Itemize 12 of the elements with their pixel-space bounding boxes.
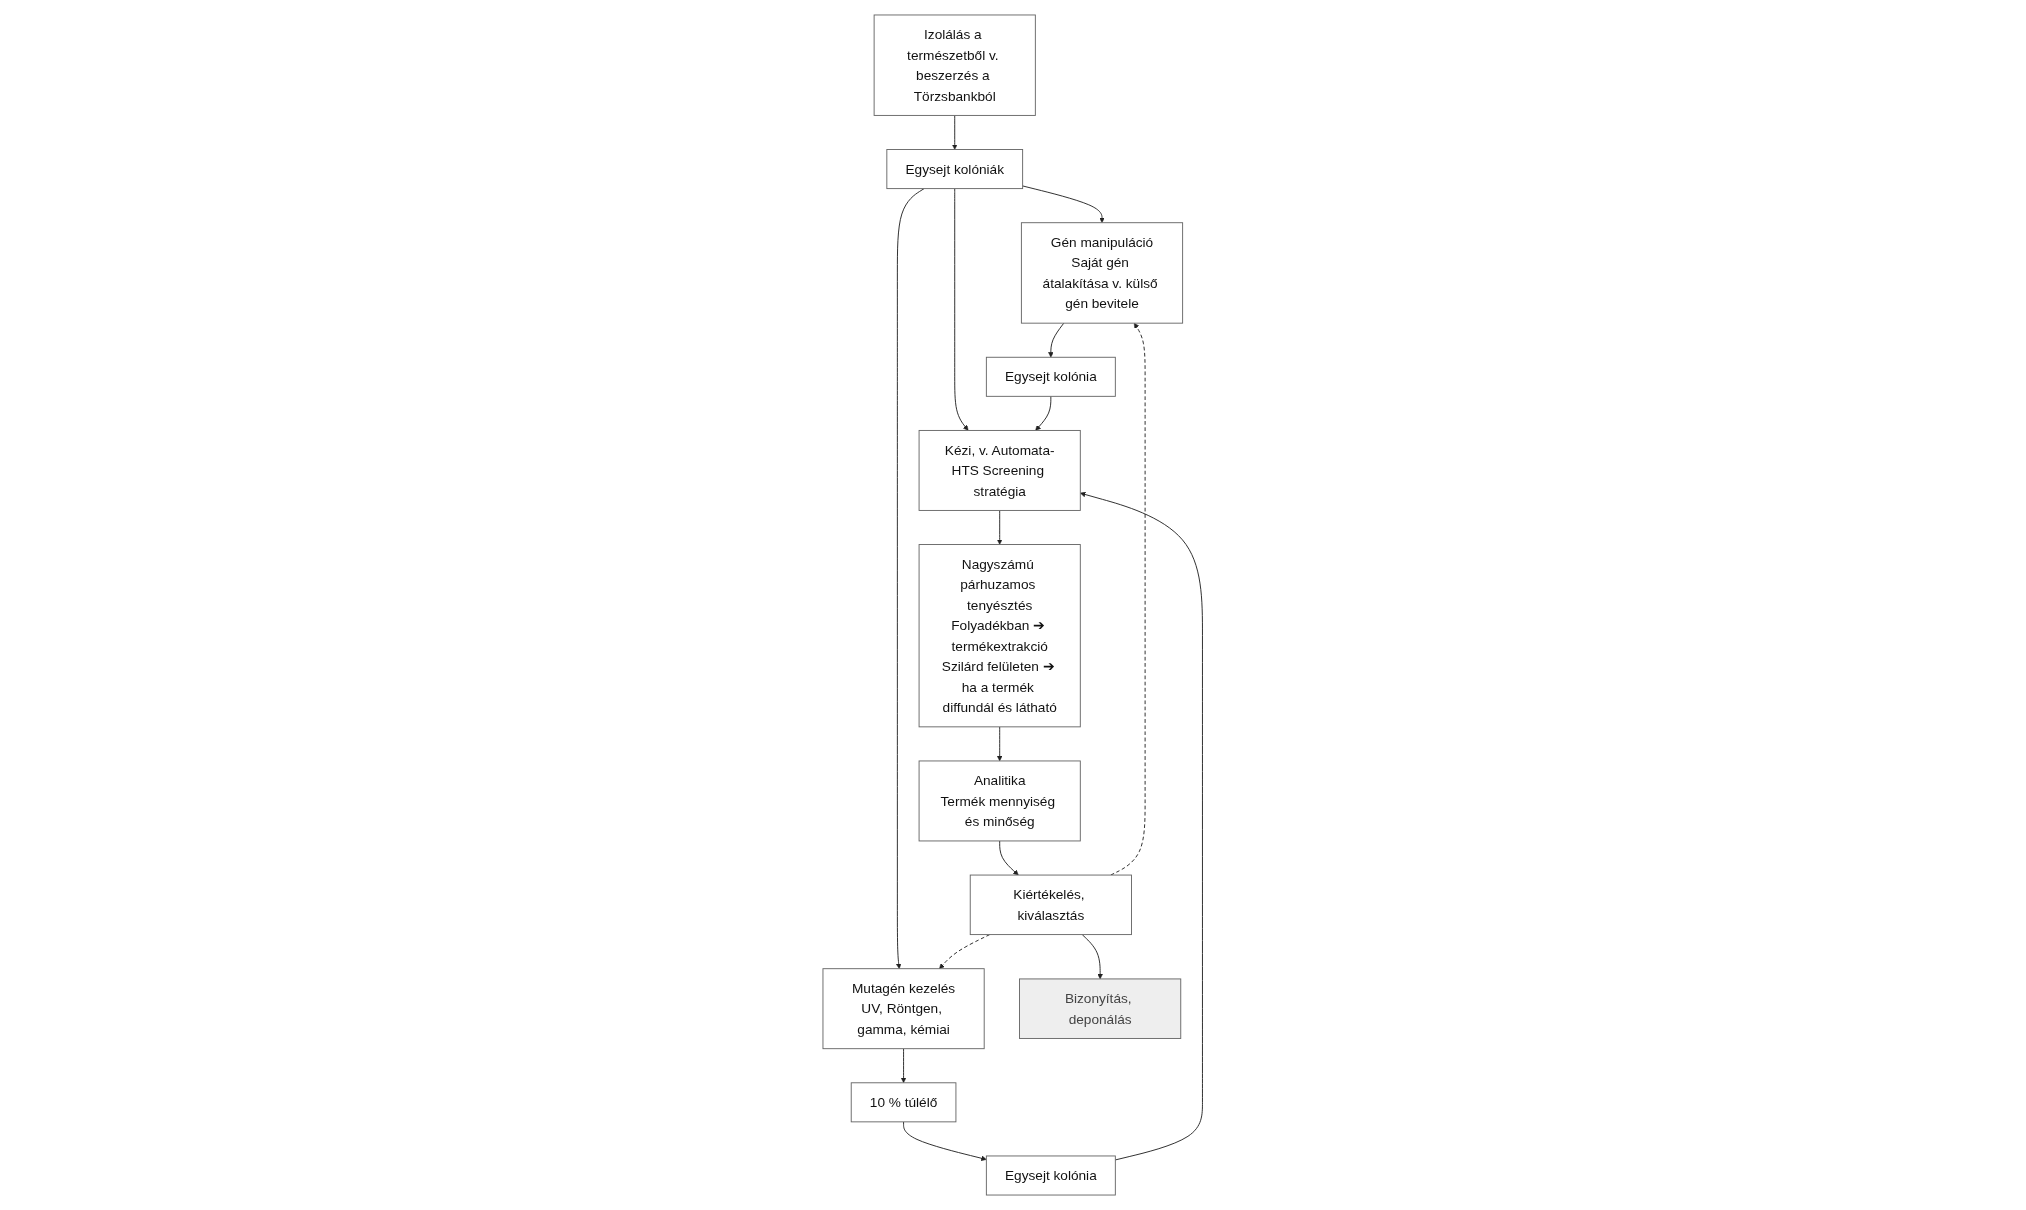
node-box: Nagyszámú párhuzamos tenyésztés Folyadékban ➔ termékextrakció Szilárd felületen ➔ ha a termék diffundál és látható: [918, 544, 1082, 728]
node-box: Egysejt kolónia: [986, 1155, 1117, 1196]
node-box: Gén manipuláció Saját gén átalakítása v. külső gén bevitele: [1021, 222, 1184, 324]
node-box: Izolálás a természetből v. beszerzés a Törzsbankból: [873, 14, 1037, 116]
node-box: Kézi, v. Automata-HTS Screening stratégia: [918, 429, 1082, 511]
node-box: Bizonyítás, deponálás: [1019, 978, 1182, 1039]
node-box: Egysejt kolóniák: [886, 149, 1024, 190]
node-box: Analitika Termék mennyiség és minőség: [918, 760, 1082, 842]
node-box: 10 % túlélő: [851, 1082, 957, 1123]
node-box: Mutagén kezelés UV, Röntgen, gamma, kémiai: [822, 968, 985, 1050]
node-box: Egysejt kolónia: [986, 356, 1117, 397]
node-box: Kiértékelés, kiválasztás: [970, 874, 1133, 936]
